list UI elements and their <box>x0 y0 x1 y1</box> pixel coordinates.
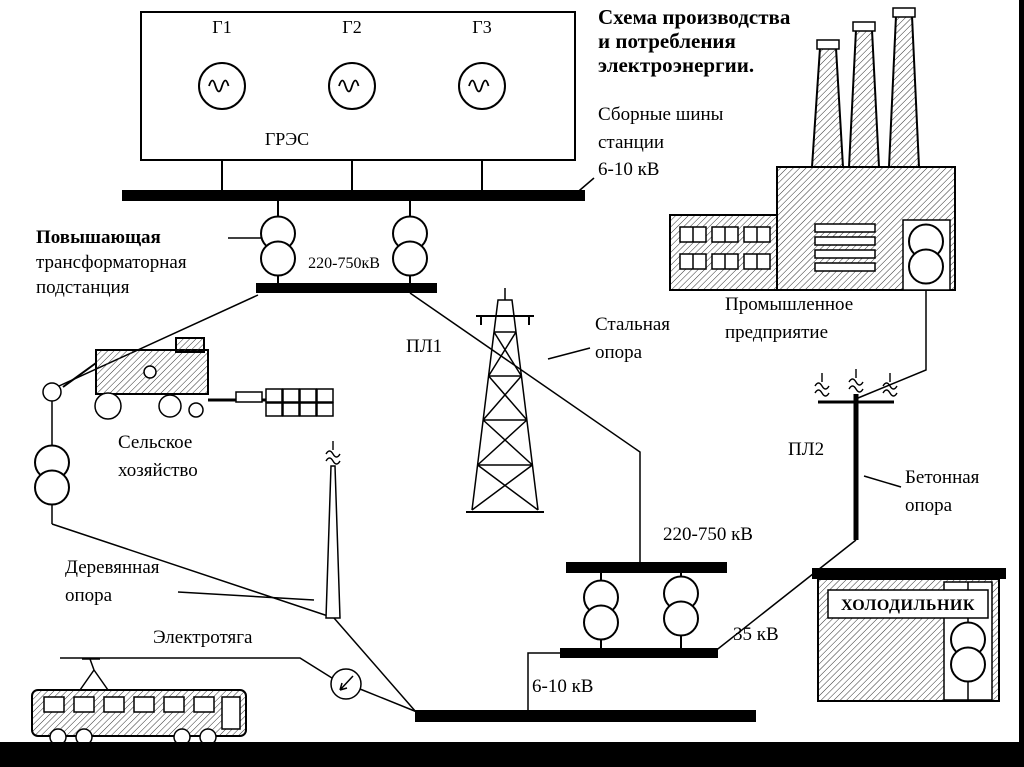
insulator-icon <box>325 440 341 465</box>
factory-feeder-line <box>857 290 927 399</box>
farm-label: хозяйство <box>118 460 198 481</box>
farm-feeder-line <box>51 294 332 618</box>
mv-transformer-stems <box>600 573 682 648</box>
chimney-cap <box>892 7 916 18</box>
station-name: ГРЭС <box>265 129 309 149</box>
steel-tower-label: опора <box>595 342 643 363</box>
pantograph-icon <box>79 658 109 691</box>
refrigerator: ХОЛОДИЛЬНИК <box>812 568 1006 702</box>
hv-transmission-line <box>409 292 641 562</box>
lv-jog-line <box>527 652 560 714</box>
transformer-symbol <box>392 215 428 277</box>
farm-label: Сельское <box>118 432 192 453</box>
concrete-pole-label: опора <box>905 495 953 516</box>
transformer-symbol <box>34 444 70 506</box>
generator-symbol <box>458 62 506 110</box>
power-station <box>140 11 576 161</box>
chimney-cap <box>816 39 840 50</box>
factory-chimney <box>847 29 881 168</box>
tower-mast <box>493 288 517 333</box>
wooden-pole-label: Деревянная <box>65 557 160 578</box>
transformer-symbol <box>950 621 986 683</box>
station-bus-label: станции <box>598 132 664 153</box>
station-busbar <box>122 190 585 201</box>
step-up-label: Повышающая <box>36 227 161 248</box>
trailer-crates <box>235 388 334 417</box>
labels: Г1 Г2 Г3 ГРЭС Схема производства и потре… <box>36 5 980 697</box>
harvester-auger <box>62 362 97 388</box>
steel-tower-label: Стальная <box>595 314 670 335</box>
tram <box>31 658 362 746</box>
hv-voltage-label: 220-750 кВ <box>663 524 753 545</box>
factory-windows <box>679 223 876 272</box>
chimney-cap <box>852 21 876 32</box>
step-up-voltage-label: 220-750кВ <box>308 255 380 272</box>
tower-lattice <box>471 331 539 511</box>
generator-label: Г3 <box>472 17 491 37</box>
wooden-pole <box>325 440 341 619</box>
tram-windows <box>43 696 241 730</box>
step-up-busbar <box>256 283 437 293</box>
transformer-symbol <box>260 215 296 277</box>
slide-title-line: и потребления <box>598 29 736 53</box>
bottom-letterbox <box>0 742 1024 767</box>
generator-symbol <box>198 62 246 110</box>
farm <box>34 337 334 506</box>
insulator-icon <box>848 368 864 393</box>
lv-distribution-line <box>333 617 417 713</box>
refrigerator-label-plate <box>827 589 989 619</box>
pl2-label: ПЛ2 <box>788 439 824 460</box>
transformer-symbol <box>663 575 699 637</box>
factory-chimney <box>887 15 921 168</box>
wheel-icon <box>158 394 182 418</box>
factory-label: Промышленное <box>725 294 853 315</box>
leader-line-concrete-pole <box>863 475 902 488</box>
slide-title-line: Схема производства <box>598 5 791 29</box>
concrete-pole-label: Бетонная <box>905 467 980 488</box>
transformer-symbol <box>908 223 944 285</box>
tower-crossarm <box>476 315 534 325</box>
hv-busbar <box>566 562 727 573</box>
harvester-cab <box>175 337 205 353</box>
leader-line-steel-tower <box>547 347 591 360</box>
pl2-pole <box>814 368 898 540</box>
wheel-icon <box>94 392 122 420</box>
motor-arrow-icon <box>339 675 354 691</box>
insulator-icon <box>42 382 62 402</box>
transformer-symbol <box>583 579 619 641</box>
pl2-line <box>713 539 857 653</box>
refrigerator-label: ХОЛОДИЛЬНИК <box>841 597 975 614</box>
slide-title-line: электроэнергии. <box>598 53 754 77</box>
step-up-label: трансформаторная <box>36 252 187 273</box>
harvester-hub <box>143 365 157 379</box>
pole-shaft <box>325 465 341 619</box>
factory-chimney <box>810 47 845 168</box>
factory-label: предприятие <box>725 322 828 343</box>
generator-label: Г2 <box>342 17 361 37</box>
insulator-icon <box>814 372 830 397</box>
mv-voltage-label: 35 кВ <box>733 624 779 645</box>
traction-label: Электротяга <box>153 627 253 648</box>
stepup-transformer-stems <box>277 201 411 283</box>
factory <box>669 7 956 291</box>
right-letterbox <box>1019 0 1024 742</box>
step-up-label: подстанция <box>36 277 130 298</box>
lv-voltage-label: 6-10 кВ <box>532 676 593 697</box>
station-bus-label: Сборные шины <box>598 104 724 125</box>
wheel-icon <box>188 402 204 418</box>
refrigerator-roof-bus <box>812 568 1006 579</box>
leader-line-wooden-pole <box>177 591 315 601</box>
station-bus-label: 6-10 кВ <box>598 159 659 180</box>
wooden-pole-label: опора <box>65 585 113 606</box>
mv-busbar <box>560 648 718 658</box>
pl1-label: ПЛ1 <box>406 336 442 357</box>
generator-label: Г1 <box>212 17 231 37</box>
lv-busbar <box>415 710 756 722</box>
traction-overhead-wire <box>60 657 418 713</box>
generator-symbol <box>328 62 376 110</box>
power-lines <box>51 38 927 714</box>
steel-tower <box>466 288 544 513</box>
